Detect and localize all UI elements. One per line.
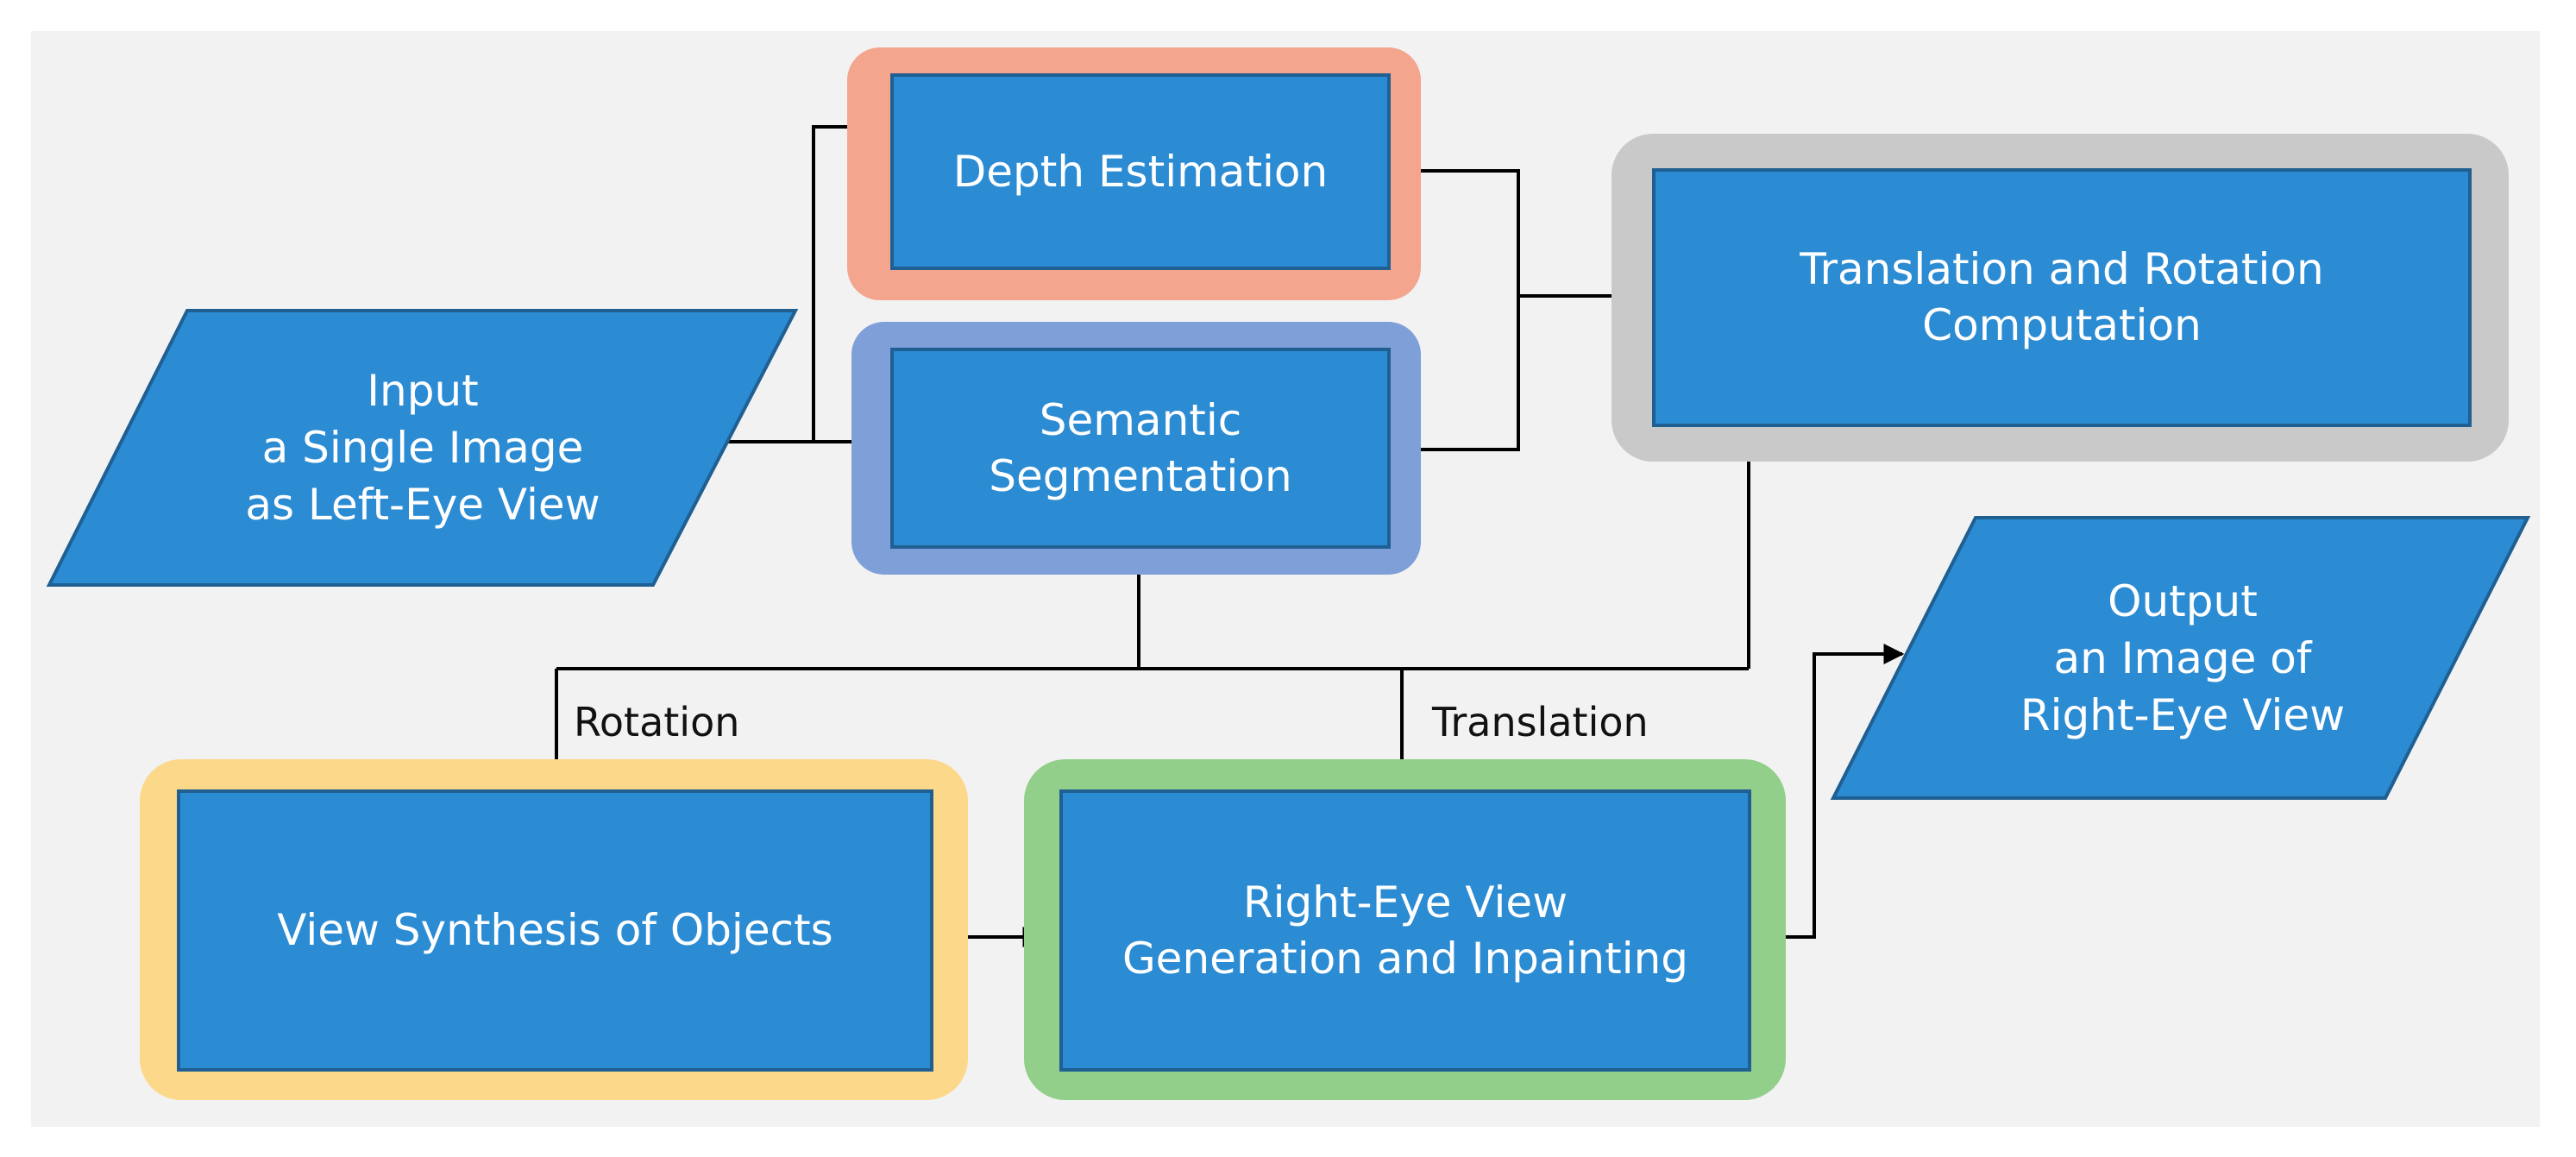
connector-depth-to-merge — [1391, 169, 1520, 451]
view-synthesis-label: View Synthesis of Objects — [277, 905, 833, 955]
depth-estimation-label: Depth Estimation — [952, 146, 1329, 197]
translation-rotation-label: Translation and Rotation Computation — [1800, 244, 2324, 350]
rotation-edge-label: Rotation — [574, 699, 740, 745]
depth-estimation-node: Depth Estimation — [890, 73, 1391, 270]
output-node-label: Output an Image of Right-Eye View — [2020, 575, 2346, 740]
semantic-segmentation-node: Semantic Segmentation — [890, 348, 1391, 549]
output-parallelogram — [1830, 516, 2531, 800]
view-synthesis-node: View Synthesis of Objects — [177, 789, 933, 1072]
right-eye-generation-node: Right-Eye View Generation and Inpainting — [1059, 789, 1751, 1072]
translation-rotation-node: Translation and Rotation Computation — [1652, 168, 2472, 427]
input-node-label: Input a Single Image as Left-Eye View — [245, 366, 600, 530]
input-parallelogram — [46, 309, 799, 587]
semantic-segmentation-label: Semantic Segmentation — [989, 394, 1292, 501]
right-eye-generation-label: Right-Eye View Generation and Inpainting — [1122, 877, 1689, 984]
translation-edge-label: Translation — [1432, 699, 1649, 745]
